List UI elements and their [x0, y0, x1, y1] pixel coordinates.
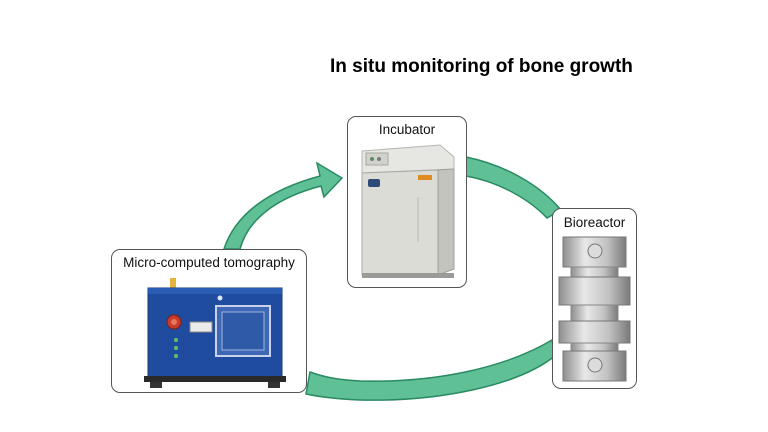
- incubator-icon: [361, 144, 455, 278]
- arrow-incubator-to-bioreactor: [465, 156, 563, 219]
- incubator-label: Incubator: [378, 122, 436, 137]
- micro-ct-scanner-icon: [144, 278, 286, 388]
- microct-label: Micro-computed tomography: [123, 255, 295, 270]
- arrow-bioreactor-to-microct: [305, 338, 557, 401]
- incubator-node: Incubator: [347, 116, 467, 288]
- diagram-title: In situ monitoring of bone growth: [330, 56, 633, 77]
- bioreactor-icon: [558, 236, 631, 382]
- bioreactor-node: Bioreactor: [552, 208, 637, 389]
- bioreactor-label: Bioreactor: [563, 215, 626, 230]
- microct-node: Micro-computed tomography: [111, 249, 307, 393]
- arrow-microct-to-incubator: [222, 161, 344, 250]
